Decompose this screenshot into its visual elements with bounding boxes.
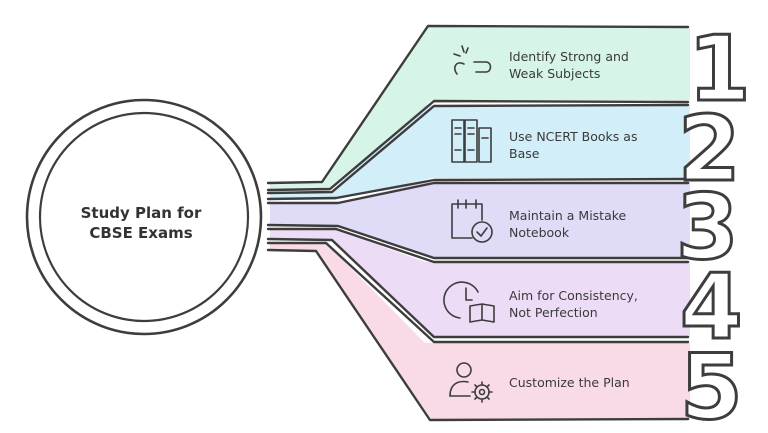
broken-link-icon	[453, 45, 492, 75]
hub-title: Study Plan for CBSE Exams	[52, 203, 230, 243]
step-numbers: 1 2 3 4 5	[675, 16, 753, 433]
clock-book-icon	[443, 281, 495, 323]
fan-band-5	[270, 242, 690, 420]
fan-band-2	[270, 105, 690, 200]
step-label-5: Customize the Plan	[509, 374, 630, 391]
step-label-1-line2: Weak Subjects	[509, 66, 601, 81]
step-label-4-line2: Not Perfection	[509, 305, 598, 320]
hub-circle	[25, 98, 263, 336]
step-label-2: Use NCERT Books as Base	[509, 128, 637, 162]
fan-band-4	[270, 229, 690, 337]
step-number-1: 1	[688, 17, 751, 122]
books-icon	[451, 119, 492, 163]
step-label-1-line1: Identify Strong and	[509, 49, 629, 64]
user-gear-icon	[449, 362, 493, 403]
calendar-check-icon	[451, 199, 493, 243]
step-label-3-line2: Notebook	[509, 225, 570, 240]
step-number-4: 4	[680, 255, 743, 360]
step-label-2-line2: Base	[509, 146, 540, 161]
step-number-2: 2	[678, 97, 741, 202]
fan-outlines	[266, 24, 690, 422]
fan-bands	[270, 28, 690, 420]
step-label-5-line1: Customize the Plan	[509, 375, 630, 390]
step-number-3: 3	[676, 175, 739, 280]
step-label-1: Identify Strong and Weak Subjects	[509, 48, 629, 82]
step-label-3: Maintain a Mistake Notebook	[509, 207, 626, 241]
step-label-2-line1: Use NCERT Books as	[509, 129, 638, 144]
step-number-5: 5	[680, 335, 743, 433]
hub-title-line2: CBSE Exams	[89, 224, 193, 242]
step-label-4: Aim for Consistency, Not Perfection	[509, 287, 638, 321]
hub-title-line1: Study Plan for	[80, 204, 202, 222]
step-label-3-line1: Maintain a Mistake	[509, 208, 627, 223]
step-label-4-line1: Aim for Consistency,	[509, 288, 638, 303]
